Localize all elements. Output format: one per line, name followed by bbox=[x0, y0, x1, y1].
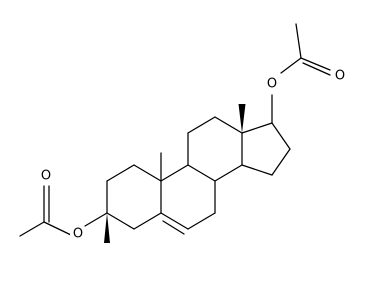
svg-text:O: O bbox=[267, 77, 277, 92]
ring-d-bonds bbox=[241, 122, 291, 176]
atom-label-o-ester-left: O bbox=[70, 226, 86, 242]
acetate-top-bonds bbox=[271, 23, 331, 124]
atom-label-o-carbonyl-left: O bbox=[38, 168, 54, 184]
wedge-methyl-c13 bbox=[238, 104, 246, 133]
atom-label-o-carbonyl-top: O bbox=[332, 68, 348, 84]
svg-text:O: O bbox=[335, 69, 345, 84]
acetate-left-bonds bbox=[19, 185, 108, 237]
atom-label-o-ester-top: O bbox=[264, 76, 280, 92]
ring-b-bonds bbox=[160, 164, 216, 230]
svg-text:O: O bbox=[73, 227, 83, 242]
double-bond-c5-c6 bbox=[162, 220, 185, 235]
ring-a-bonds bbox=[106, 164, 162, 230]
svg-text:O: O bbox=[41, 169, 51, 184]
ring-c-bonds bbox=[187, 116, 243, 182]
wedge-methyl-c3 bbox=[104, 213, 110, 243]
